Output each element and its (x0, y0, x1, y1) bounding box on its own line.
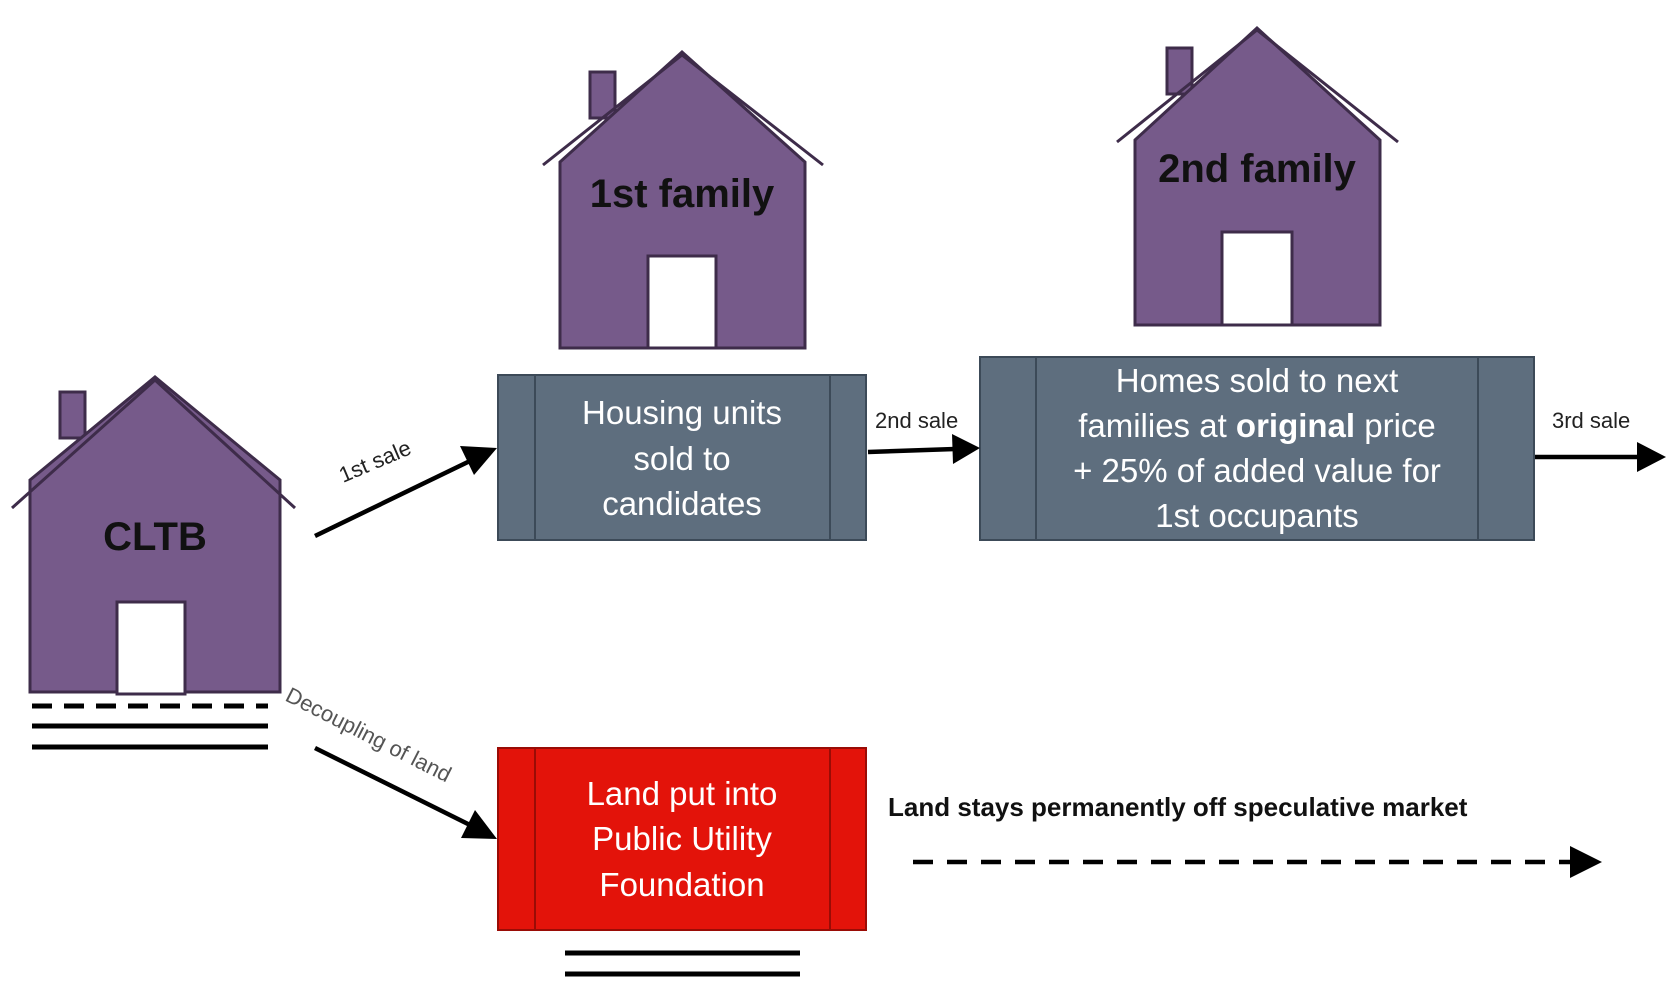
land-foundation-line-2: Public Utility (592, 820, 772, 857)
second-family-house: 2nd family (1116, 25, 1399, 327)
second-sale-arrow (867, 434, 980, 464)
homes-sold-line-2-pre: families at (1078, 407, 1236, 444)
decoupling-arrow-line (313, 745, 474, 829)
housing-units-line-2: sold to (633, 440, 730, 477)
decoupling-label: Decoupling of land (282, 682, 456, 787)
homes-sold-line-1: Homes sold to next (1116, 362, 1398, 399)
first-family-house: 1st family (542, 49, 824, 350)
land-foundation-box-shape (497, 747, 867, 931)
third-sale-arrow-head (1637, 442, 1666, 472)
first-sale-label: 1st sale (335, 435, 415, 488)
homes-sold-line-2-bold: original (1236, 407, 1355, 444)
off-market-arrow-head (1570, 846, 1602, 878)
cltb-ground (32, 703, 268, 750)
second-family-house-door (1220, 230, 1294, 327)
second-sale-arrow-line (867, 446, 956, 455)
first-sale-arrow-head (460, 446, 497, 475)
speculative-market-note: Land stays permanently off speculative m… (888, 792, 1468, 822)
second-family-house-chimney (1165, 46, 1194, 96)
second-sale-arrow-head (952, 434, 980, 464)
homes-sold-line-2: families at original price (1078, 407, 1436, 444)
cltb-house-shape (28, 375, 282, 694)
second-family-house-roof (1116, 28, 1399, 144)
land-foundation-box: Land put into Public Utility Foundation (497, 747, 867, 931)
housing-units-line-1: Housing units (582, 394, 782, 431)
cltb-house: CLTB (10, 375, 297, 696)
cltb-house-roof (10, 377, 297, 510)
first-sale-arrow-line (314, 457, 473, 539)
first-family-house-roof (542, 53, 824, 167)
land-foundation-ground (565, 950, 800, 977)
decoupling-arrow-head (461, 810, 497, 839)
decoupling-arrow (313, 745, 497, 839)
cltb-house-chimney (58, 390, 87, 440)
housing-units-box: Housing units sold to candidates (497, 374, 867, 541)
first-family-label: 1st family (590, 172, 775, 216)
cltb-house-door (115, 600, 187, 696)
homes-sold-line-3: + 25% of added value for (1073, 452, 1441, 489)
homes-sold-line-4: 1st occupants (1155, 497, 1359, 534)
land-foundation-line-3: Foundation (599, 866, 764, 903)
land-foundation-line-1: Land put into (587, 775, 778, 812)
third-sale-label: 3rd sale (1552, 408, 1630, 433)
cltb-label: CLTB (103, 515, 207, 559)
homes-sold-box: Homes sold to next families at original … (979, 356, 1535, 541)
homes-sold-box-shape (979, 356, 1535, 541)
off-market-arrow (913, 846, 1602, 878)
third-sale-arrow (1535, 442, 1666, 472)
first-family-house-door (646, 254, 718, 350)
first-sale-arrow (314, 446, 497, 539)
second-sale-label: 2nd sale (875, 408, 958, 433)
second-family-label: 2nd family (1158, 147, 1357, 191)
housing-units-box-shape (497, 374, 867, 541)
housing-units-line-3: candidates (602, 485, 762, 522)
homes-sold-line-2-post: price (1355, 407, 1436, 444)
